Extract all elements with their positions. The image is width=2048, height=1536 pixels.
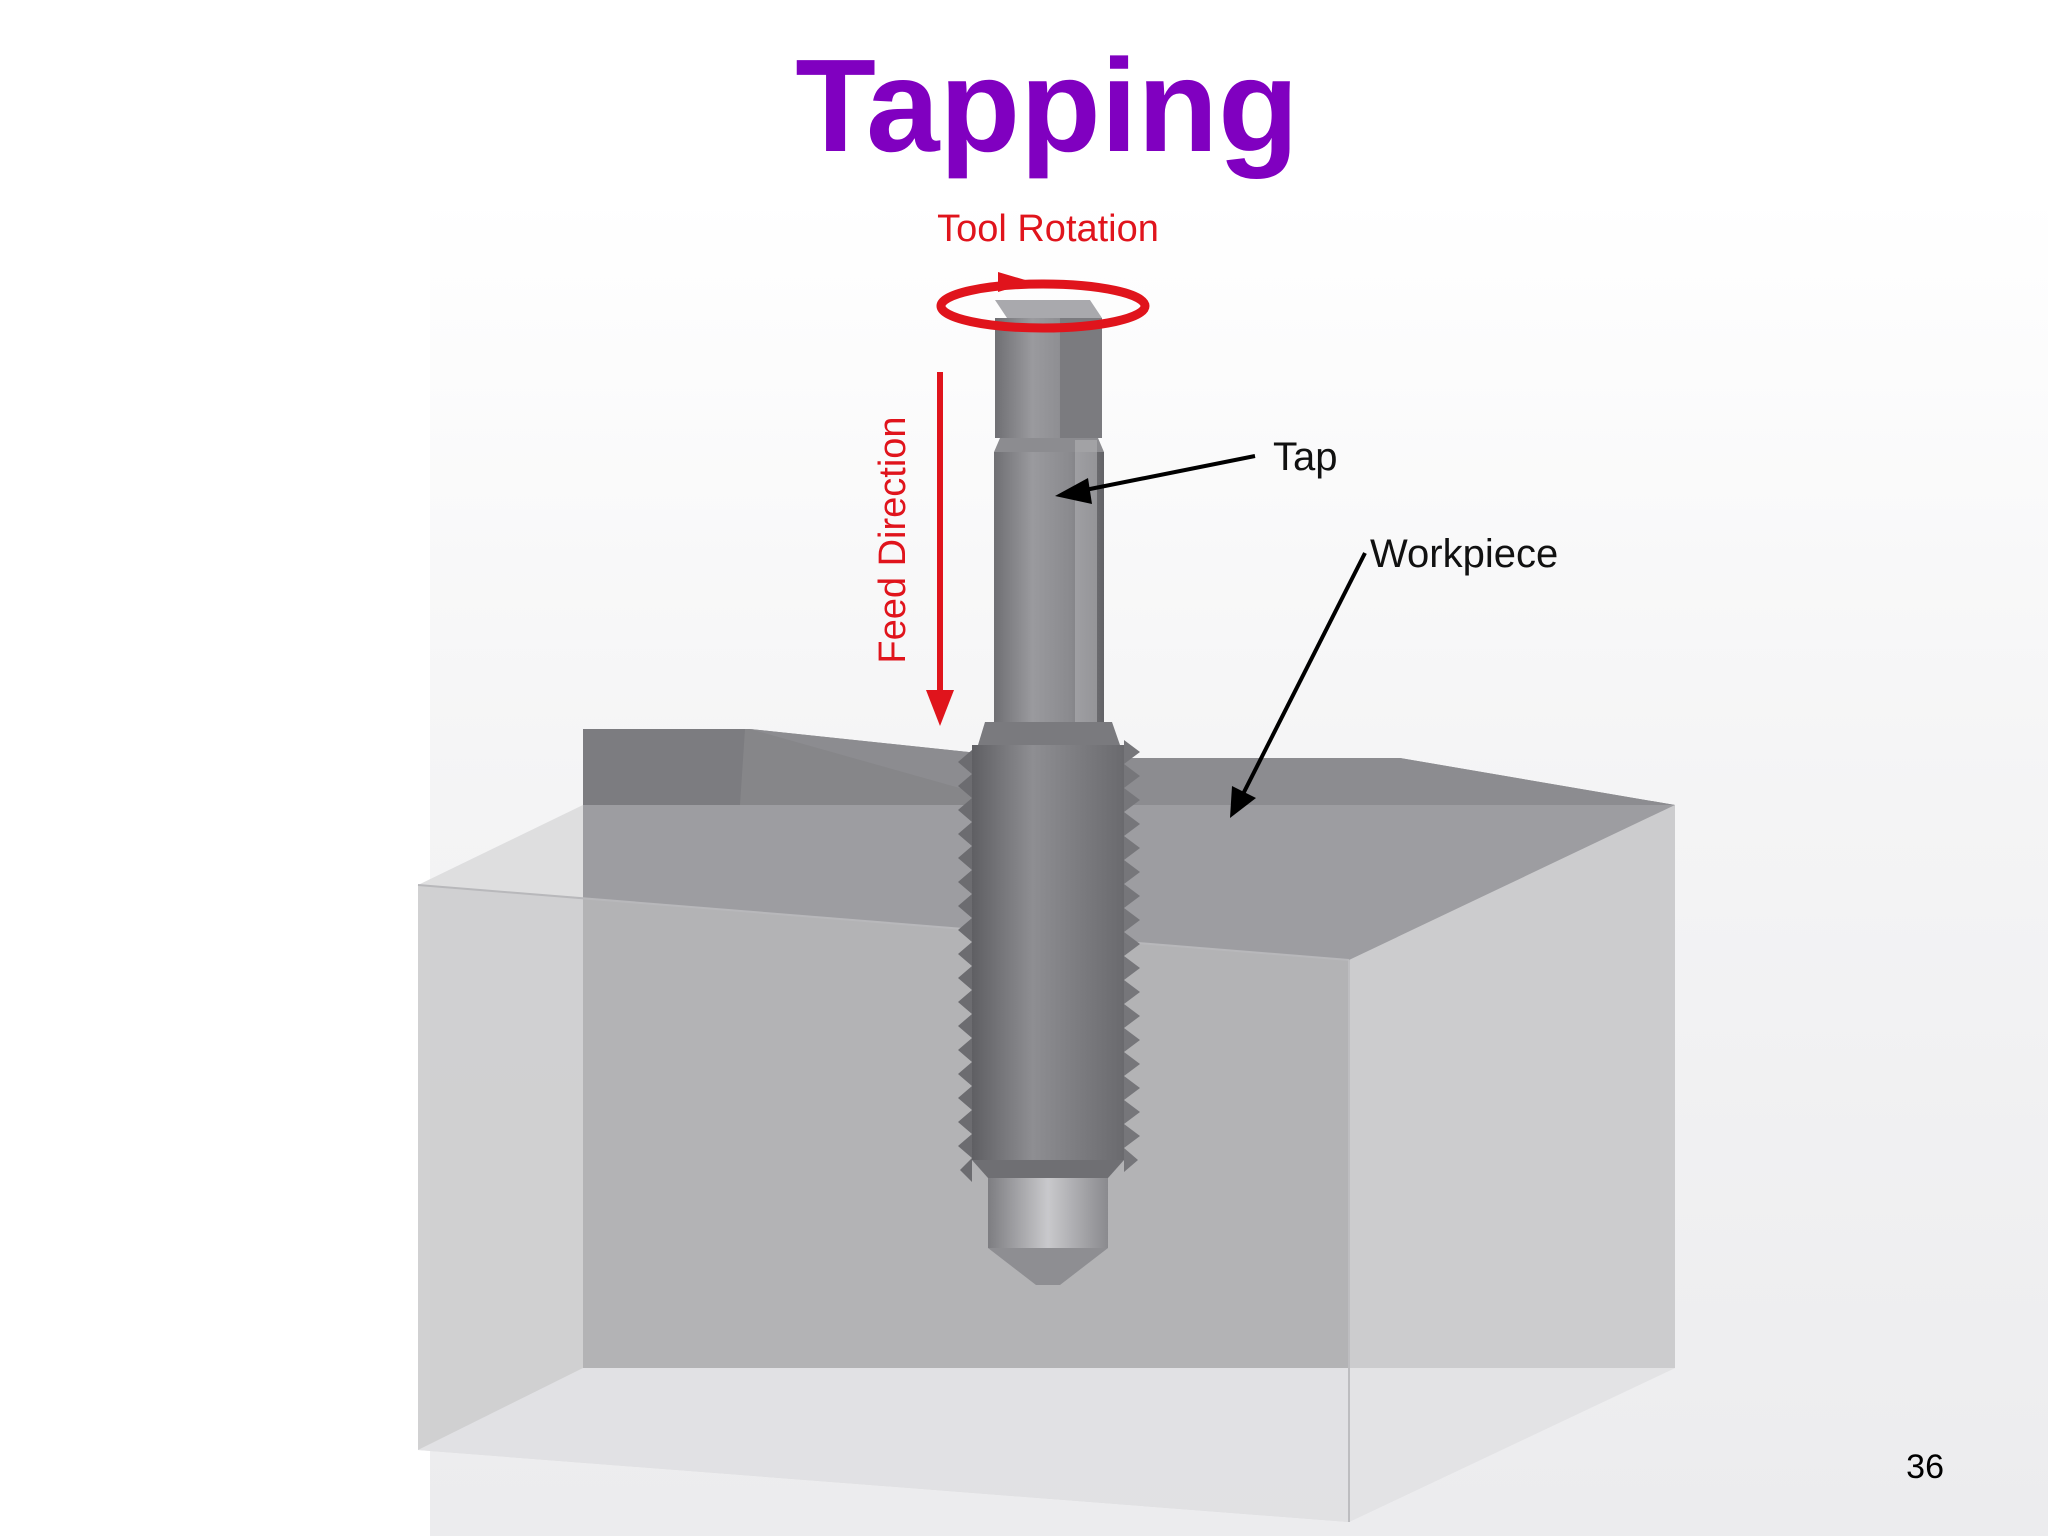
slide-number: 36 xyxy=(1906,1448,1944,1486)
tap-callout-arrow xyxy=(1055,454,1256,504)
slide-title: Tapping xyxy=(795,32,1299,179)
tap-label: Tap xyxy=(1273,435,1338,479)
workpiece-callout-arrow xyxy=(1230,552,1367,818)
feed-direction-label: Feed Direction xyxy=(872,416,914,663)
feed-arrow-icon xyxy=(926,372,954,726)
rotation-arrow-icon xyxy=(936,272,1150,333)
workpiece-label: Workpiece xyxy=(1370,532,1558,576)
tool-rotation-label: Tool Rotation xyxy=(937,208,1159,250)
tap-threads xyxy=(958,750,972,1182)
tap-tool xyxy=(958,300,1140,1285)
